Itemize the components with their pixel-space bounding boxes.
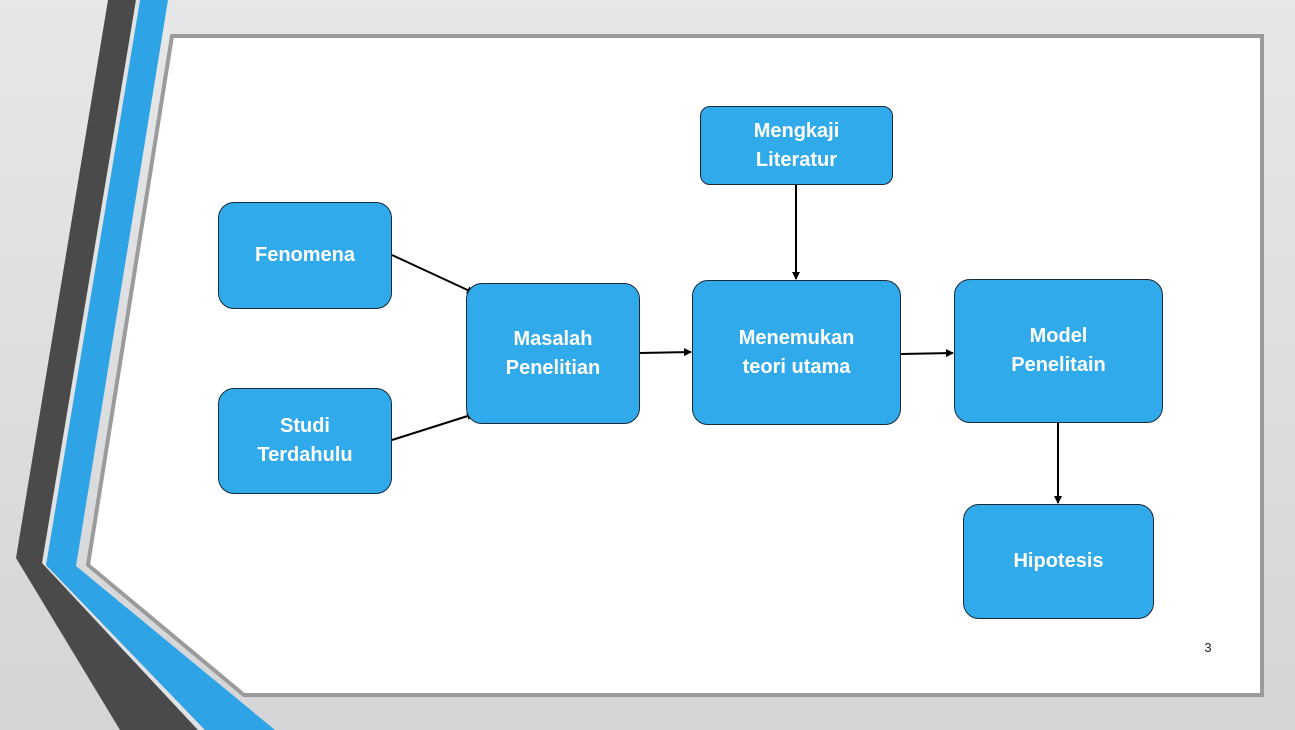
node-studi-terdahulu-line1: Studi <box>280 415 330 437</box>
node-model-line1: Model <box>1029 325 1088 347</box>
node-masalah-penelitian: Masalah Penelitian <box>466 283 640 424</box>
node-literatur-line2: Literatur <box>755 148 838 171</box>
node-fenomena-label: Fenomena <box>254 244 356 266</box>
edge-masalah-teori <box>639 348 692 357</box>
node-menemukan-teori: Menemukan teori utama <box>692 280 901 425</box>
node-hipotesis: Hipotesis <box>963 504 1154 619</box>
node-fenomena: Fenomena <box>218 202 392 309</box>
edge-teori-model <box>900 349 954 358</box>
node-masalah-line2: Penelitian <box>505 356 601 379</box>
node-literatur-line1: Mengkaji <box>753 119 840 142</box>
node-masalah-line1: Masalah <box>513 327 593 350</box>
dark-stripe <box>16 0 215 730</box>
node-model-penelitian: Model Penelitain <box>954 279 1163 423</box>
edge-fenomena-masalah <box>391 254 475 294</box>
blue-stripe <box>46 0 275 730</box>
node-teori-line1: Menemukan <box>738 326 855 349</box>
page-number: 3 <box>1204 640 1212 655</box>
node-model-line2: Penelitain <box>1011 354 1106 376</box>
node-teori-line2: teori utama <box>742 355 851 378</box>
node-studi-terdahulu: Studi Terdahulu <box>218 388 392 494</box>
edge-studi-masalah <box>391 412 475 441</box>
node-mengkaji-literatur: Mengkaji Literatur <box>700 106 893 185</box>
node-hipotesis-label: Hipotesis <box>1013 550 1104 572</box>
node-studi-terdahulu-line2: Terdahulu <box>257 444 353 466</box>
